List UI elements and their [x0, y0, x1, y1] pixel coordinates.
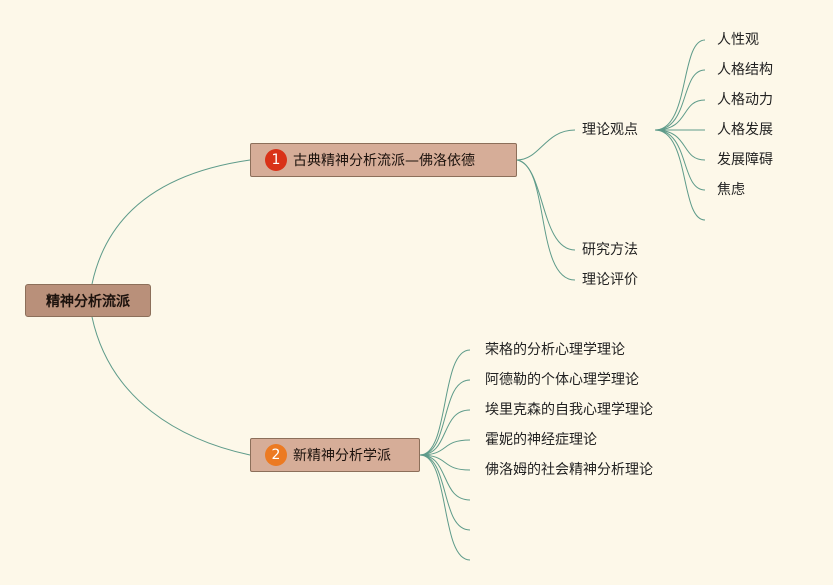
priority-badge-2: 2	[265, 444, 287, 466]
node-anxiety[interactable]: 焦虑	[717, 182, 745, 198]
branch-neo-node[interactable]: 2 新精神分析学派	[250, 438, 420, 472]
node-erikson[interactable]: 埃里克森的自我心理学理论	[485, 402, 653, 418]
node-personality-dynamics[interactable]: 人格动力	[717, 92, 773, 108]
link-branch1-theory	[516, 129, 576, 161]
link-branch2-5	[419, 454, 471, 501]
link-branch2-0	[419, 349, 471, 456]
root-node[interactable]: 精神分析流派	[25, 284, 151, 317]
link-branch2-2	[419, 409, 471, 456]
priority-badge-1: 1	[265, 149, 287, 171]
link-theory-1	[654, 69, 706, 131]
node-human-nature[interactable]: 人性观	[717, 32, 759, 48]
link-branch2-4	[419, 454, 471, 471]
node-research-methods[interactable]: 研究方法	[582, 242, 638, 258]
link-root-branch2	[91, 316, 251, 456]
node-theory-evaluation[interactable]: 理论评价	[582, 272, 638, 288]
link-theory-5	[654, 129, 706, 191]
link-branch2-1	[419, 379, 471, 456]
node-theory-views[interactable]: 理论观点	[582, 122, 638, 138]
node-horney[interactable]: 霍妮的神经症理论	[485, 432, 597, 448]
node-adler[interactable]: 阿德勒的个体心理学理论	[485, 372, 639, 388]
branch-classical-node[interactable]: 1 古典精神分析流派—佛洛依德	[250, 143, 517, 177]
link-branch1-eval	[516, 159, 576, 281]
node-personality-development[interactable]: 人格发展	[717, 122, 773, 138]
node-fromm[interactable]: 佛洛姆的社会精神分析理论	[485, 462, 653, 478]
node-jung[interactable]: 荣格的分析心理学理论	[485, 342, 625, 358]
link-theory-4	[654, 129, 706, 161]
node-development-disorder[interactable]: 发展障碍	[717, 152, 773, 168]
link-root-branch1	[91, 159, 251, 285]
link-theory-2	[654, 99, 706, 131]
link-theory-0	[654, 39, 706, 131]
link-branch2-7	[419, 454, 471, 561]
branch-neo-label: 新精神分析学派	[293, 448, 391, 464]
link-branch2-6	[419, 454, 471, 531]
root-label: 精神分析流派	[46, 293, 130, 310]
link-branch2-3	[419, 439, 471, 456]
link-theory-6	[654, 129, 706, 221]
branch-classical-label: 古典精神分析流派—佛洛依德	[293, 153, 475, 169]
node-personality-structure[interactable]: 人格结构	[717, 62, 773, 78]
